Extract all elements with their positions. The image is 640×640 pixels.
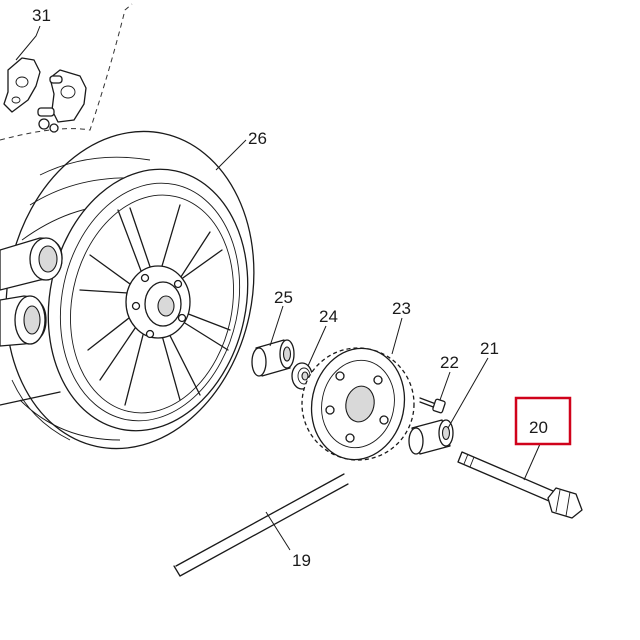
leader-22 (439, 371, 451, 401)
label-19[interactable]: 19 (292, 551, 311, 570)
label-23[interactable]: 23 (392, 299, 411, 318)
leader-lines (15, 25, 541, 551)
part-23-sprocket[interactable] (301, 340, 415, 469)
leader-25 (269, 305, 284, 347)
leader-19 (265, 511, 291, 551)
label-31[interactable]: 31 (32, 6, 51, 25)
part-20-axle[interactable] (457, 451, 583, 519)
part-25-collar[interactable] (251, 339, 295, 377)
label-26[interactable]: 26 (248, 129, 267, 148)
leader-21 (447, 357, 489, 429)
leader-23 (391, 317, 403, 355)
part-22-bolt[interactable] (419, 397, 446, 414)
part-19-chain[interactable] (173, 473, 349, 577)
highlight-box-part-20 (514, 396, 572, 446)
part-31-caliper-bracket[interactable] (0, 3, 133, 141)
label-21[interactable]: 21 (480, 339, 499, 358)
label-25[interactable]: 25 (274, 288, 293, 307)
leader-31 (15, 25, 41, 61)
label-24[interactable]: 24 (319, 307, 338, 326)
leader-24 (307, 325, 327, 367)
part-26-rear-wheel[interactable] (0, 108, 283, 472)
part-21-spacer[interactable] (408, 419, 454, 455)
leader-20 (523, 443, 541, 481)
label-20[interactable]: 20 (529, 418, 548, 437)
leader-26 (215, 139, 247, 171)
part-labels: 31 26 25 24 23 22 21 20 19 (32, 6, 548, 570)
label-22[interactable]: 22 (440, 353, 459, 372)
